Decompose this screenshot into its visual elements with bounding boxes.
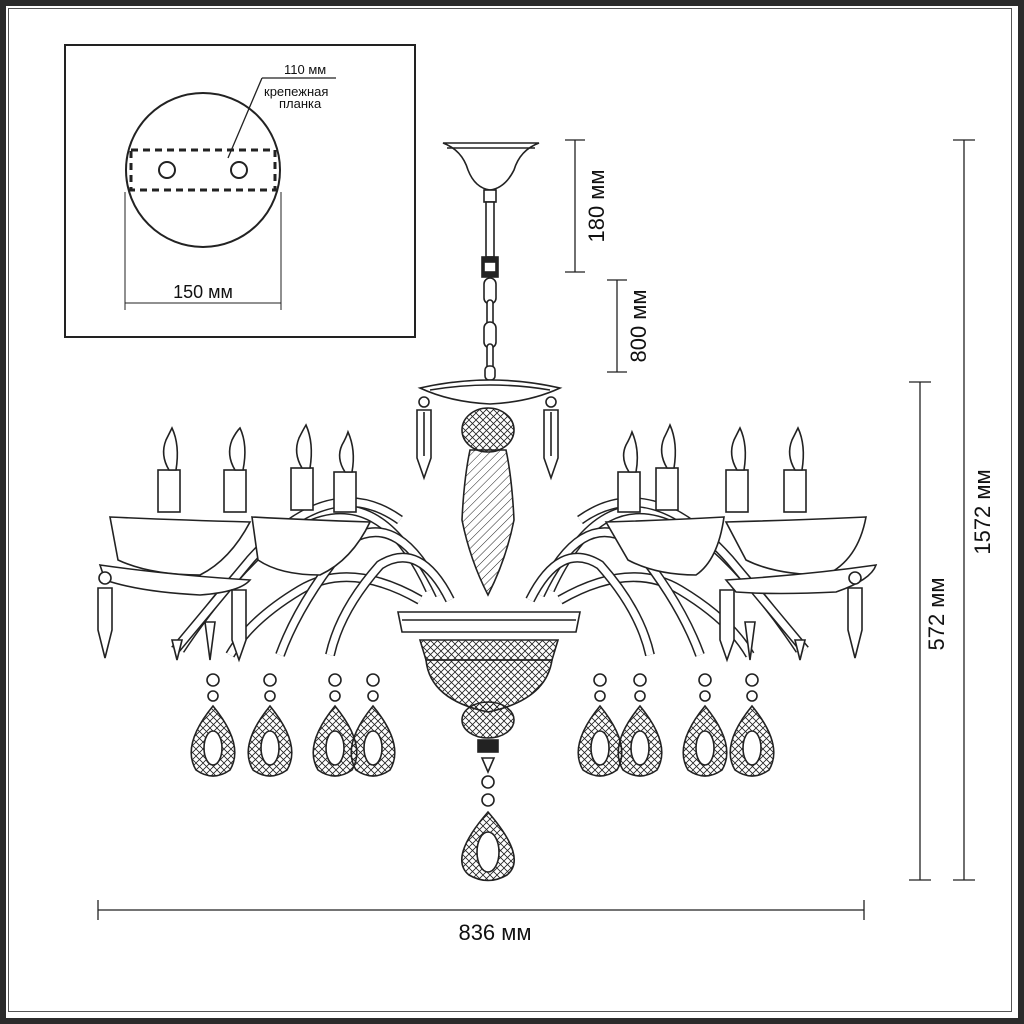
bobeches bbox=[98, 516, 878, 596]
candles bbox=[157, 422, 807, 513]
mounting-bracket bbox=[129, 148, 277, 192]
top-crown bbox=[417, 379, 563, 405]
drop-7 bbox=[682, 673, 728, 777]
chain bbox=[483, 277, 497, 381]
drop-1 bbox=[190, 673, 236, 777]
bracket-hole-left bbox=[158, 161, 176, 179]
drop-3 bbox=[312, 673, 358, 777]
downrod bbox=[485, 201, 495, 258]
drop-8 bbox=[729, 673, 775, 777]
central-stem bbox=[461, 449, 515, 597]
bracket-name-line2: планка bbox=[279, 96, 322, 111]
inner-pendants bbox=[170, 589, 807, 663]
crystal-drops bbox=[190, 673, 775, 777]
mounting-plate-inset: 110 мм крепежная планка 150 мм bbox=[64, 44, 416, 338]
canopy-height-label: 180 мм bbox=[584, 169, 609, 242]
candle-6 bbox=[655, 422, 679, 511]
dimension-lines: 180 мм 800 мм 572 мм 1572 мм 836 мм bbox=[97, 139, 995, 945]
body-height-label: 572 мм bbox=[924, 577, 949, 650]
plate-diameter-label: 150 мм bbox=[173, 282, 233, 302]
lower-knob bbox=[461, 701, 515, 739]
central-ring bbox=[397, 611, 581, 633]
canopy-nut bbox=[483, 189, 497, 203]
bracket-length-label: 110 мм bbox=[284, 62, 326, 77]
bracket-leader-line bbox=[227, 77, 263, 159]
drop-6 bbox=[617, 673, 663, 777]
drop-4 bbox=[350, 673, 396, 777]
candle-7 bbox=[725, 426, 749, 513]
width-label: 836 мм bbox=[458, 920, 531, 945]
drop-5 bbox=[577, 673, 623, 777]
candle-2 bbox=[223, 426, 247, 513]
candle-4 bbox=[333, 429, 357, 513]
mounting-plate bbox=[125, 92, 281, 248]
crown-crystal-right bbox=[543, 396, 559, 481]
outer-pendant-right bbox=[847, 571, 863, 659]
bottom-finial bbox=[477, 739, 499, 753]
candle-1 bbox=[157, 426, 181, 513]
chandelier-drawing bbox=[97, 142, 878, 882]
bracket-hole-right bbox=[230, 161, 248, 179]
stem-knob-top bbox=[461, 407, 515, 453]
canopy bbox=[442, 142, 540, 191]
decor-band bbox=[418, 639, 560, 661]
bottom-center-drop bbox=[460, 757, 516, 882]
drop-2 bbox=[247, 673, 293, 777]
candle-8 bbox=[783, 426, 807, 513]
bracket-name-line1: крепежная bbox=[264, 84, 328, 99]
total-height-label: 1572 мм bbox=[970, 469, 995, 554]
chain-length-label: 800 мм bbox=[626, 289, 651, 362]
candle-5 bbox=[617, 429, 641, 513]
outer-pendant-left bbox=[97, 571, 113, 659]
crown-crystal-left bbox=[416, 396, 432, 481]
candle-3 bbox=[290, 423, 314, 511]
